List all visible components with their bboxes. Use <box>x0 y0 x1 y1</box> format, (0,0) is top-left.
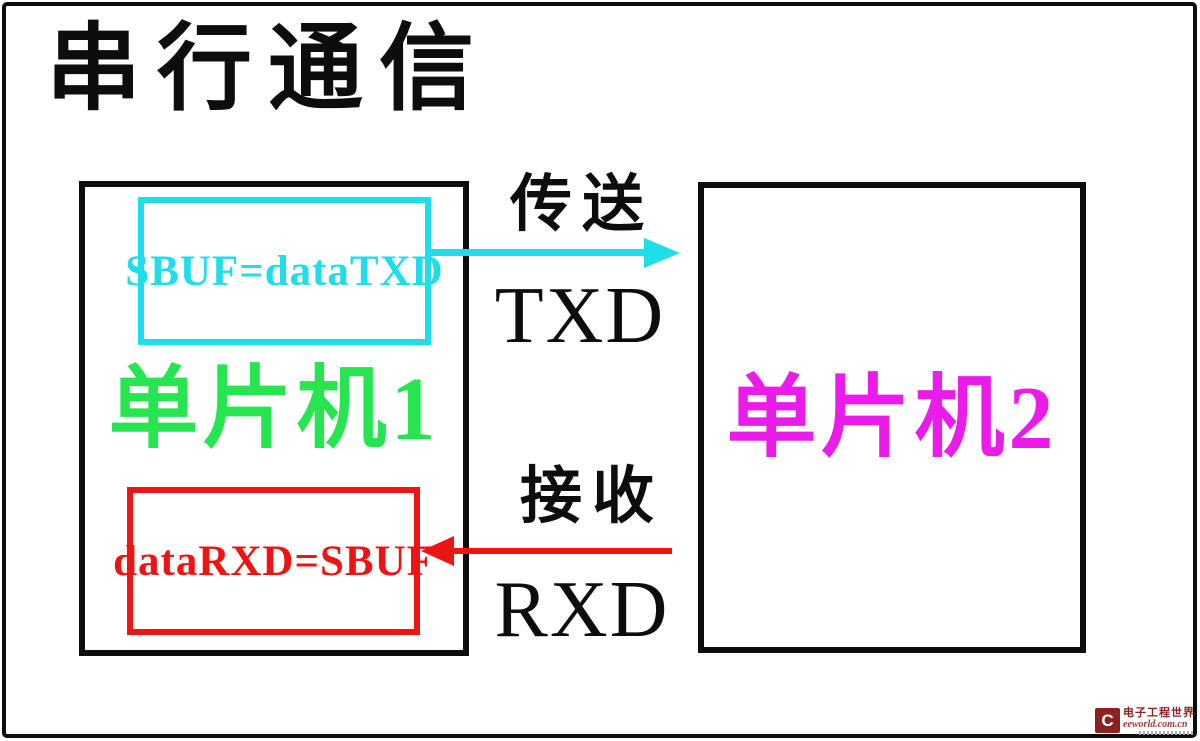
rx-arrow-shaft <box>450 548 672 554</box>
eeworld-logo-icon: C <box>1095 708 1120 734</box>
watermark-fine-print <box>1139 731 1195 735</box>
page-title: 串行通信 <box>46 16 491 122</box>
tx-register-box: SBUF=dataTXD <box>125 197 443 345</box>
watermark: C 电子工程世界 eeworld.com.cn <box>1095 707 1195 735</box>
tx-register-label: SBUF=dataTXD <box>125 247 444 295</box>
rx-action-label: 接收 <box>519 463 664 531</box>
tx-signal-label: TXD <box>494 272 666 360</box>
mcu2-box: 单片机2 <box>698 182 1086 653</box>
mcu2-label: 单片机2 <box>726 369 1058 468</box>
rx-register-label: dataRXD=SBUF <box>113 537 434 585</box>
tx-arrow-shaft <box>431 249 647 256</box>
watermark-brand: 电子工程世界 <box>1123 706 1195 719</box>
rx-signal-label: RXD <box>494 566 670 654</box>
watermark-domain: eeworld.com.cn <box>1123 719 1188 730</box>
watermark-text: 电子工程世界 eeworld.com.cn <box>1123 707 1195 735</box>
tx-action-label: 传送 <box>509 171 654 239</box>
mcu1-label: 单片机1 <box>108 360 440 459</box>
mcu1-box: SBUF=dataTXD 单片机1 dataRXD=SBUF <box>79 181 469 656</box>
rx-register-box: dataRXD=SBUF <box>113 487 433 635</box>
tx-arrowhead-icon <box>644 238 680 268</box>
rx-arrowhead-icon <box>421 536 454 566</box>
